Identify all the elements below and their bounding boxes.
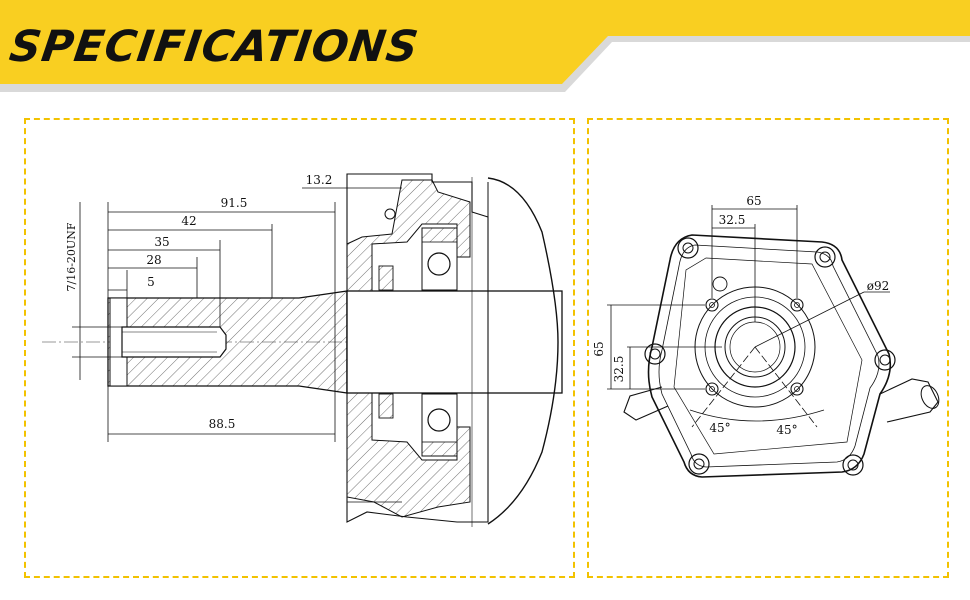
housing-outline [487,177,559,525]
cover-angle-45-left: 45° [709,421,730,435]
shaft-drawing: 91.5 42 35 28 5 88.5 13.2 7/16-20UNF [42,173,563,527]
cover-dim-32-5-top: 32.5 [719,213,746,227]
dim-88-5: 88.5 [209,417,236,431]
thread-spec-label: 7/16-20UNF [65,222,78,291]
cover-drawing-panel: 65 32.5 ø92 65 32.5 45° 45° [587,118,949,578]
cover-dim-65-top: 65 [746,194,761,208]
engine-cover [623,234,940,478]
cover-dim-65-side: 65 [592,341,606,356]
dim-28: 28 [146,253,161,267]
shaft-drawing-panel: 91.5 42 35 28 5 88.5 13.2 7/16-20UNF [24,118,575,578]
dim-5: 5 [147,275,155,289]
header-banner: SPECIFICATIONS [0,0,970,100]
cover-dimension-lines [607,205,890,428]
dim-13-2: 13.2 [306,173,333,187]
dimension-lines [72,186,348,442]
dim-35: 35 [154,235,169,249]
cover-drawing: 65 32.5 ø92 65 32.5 45° 45° [592,194,940,478]
cover-angle-45-right: 45° [776,423,797,437]
dim-42: 42 [181,214,196,228]
header-background [0,0,970,92]
cover-dim-diameter-92: ø92 [867,279,890,293]
crankcase-section [346,173,489,527]
dim-91-5: 91.5 [221,196,248,210]
cover-dim-32-5-side: 32.5 [612,356,626,383]
page-title: SPECIFICATIONS [6,22,422,72]
